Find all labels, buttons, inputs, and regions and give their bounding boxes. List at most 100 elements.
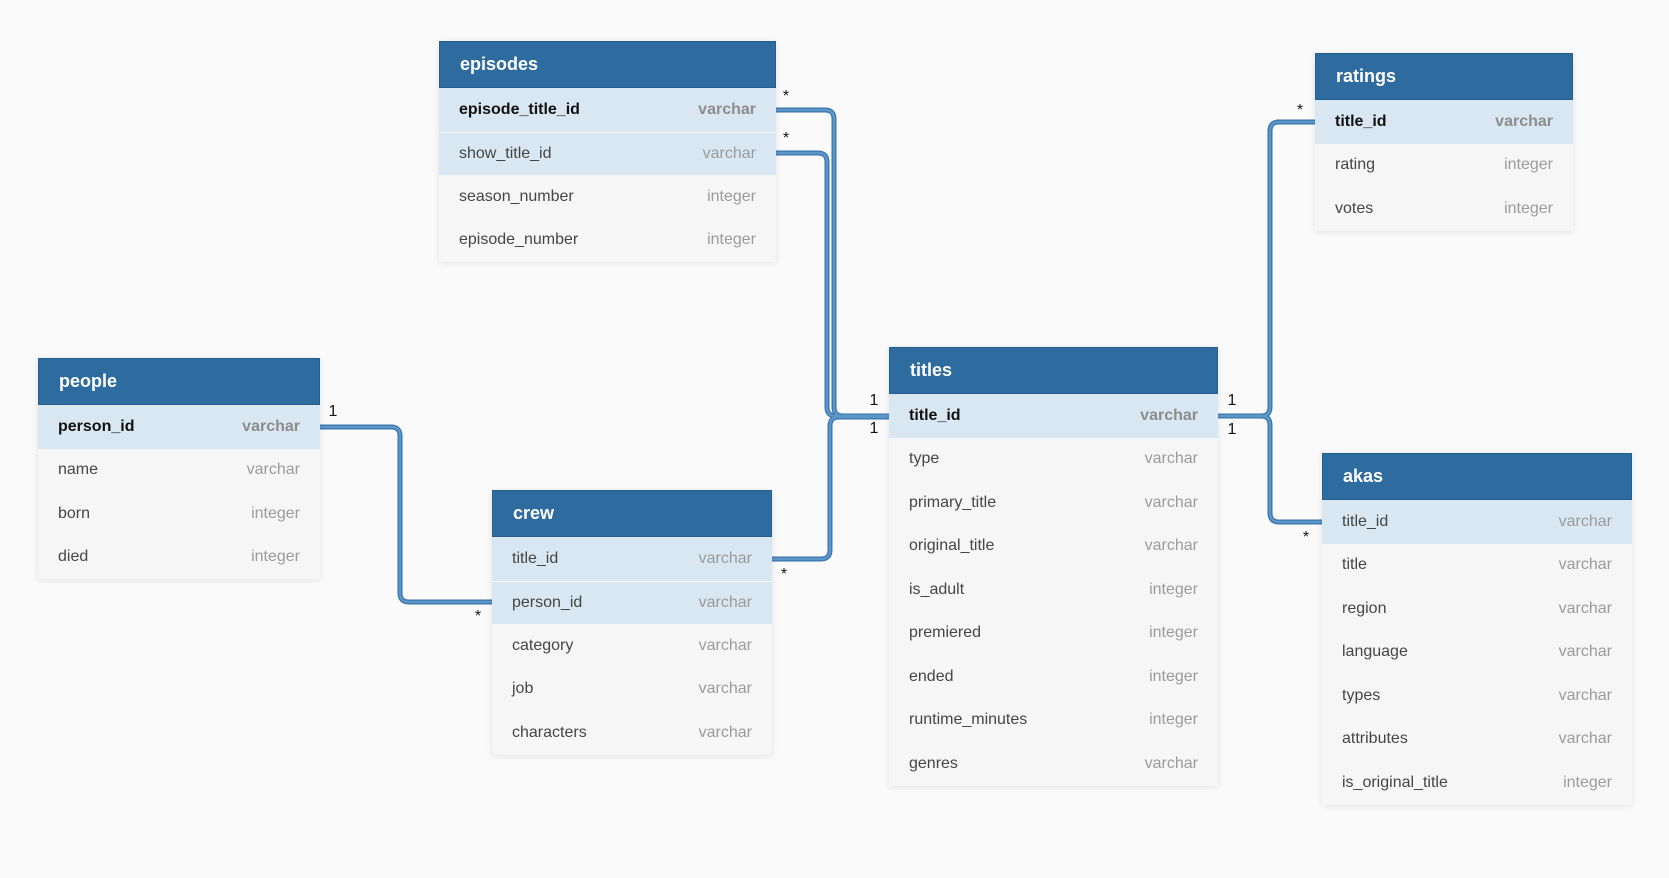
table-title: akas — [1343, 466, 1384, 486]
field-type: varchar — [1144, 493, 1198, 511]
field-name: is_adult — [909, 580, 965, 598]
table-title: titles — [910, 360, 953, 380]
table-titles[interactable]: titles title_id varchar type varchar pri… — [889, 347, 1218, 786]
field-type: varchar — [698, 593, 752, 611]
field-row[interactable]: ended integer — [889, 655, 1218, 699]
field-type: varchar — [1558, 556, 1612, 574]
field-row[interactable]: show_title_id varchar — [439, 131, 776, 175]
table-ratings[interactable]: ratings title_id varchar rating integer … — [1315, 53, 1573, 231]
field-type: integer — [1563, 773, 1612, 791]
field-name: runtime_minutes — [909, 711, 1028, 729]
field-row[interactable]: types varchar — [1322, 674, 1632, 718]
field-row[interactable]: primary_title varchar — [889, 481, 1218, 525]
field-row[interactable]: attributes varchar — [1322, 717, 1632, 761]
field-row[interactable]: runtime_minutes integer — [889, 698, 1218, 742]
table-akas[interactable]: akas title_id varchar title varchar regi… — [1322, 453, 1632, 805]
field-row[interactable]: title_id varchar — [1315, 100, 1573, 144]
field-name: genres — [909, 754, 958, 772]
field-name: show_title_id — [459, 144, 552, 162]
field-row[interactable]: genres varchar — [889, 742, 1218, 786]
field-row[interactable]: type varchar — [889, 437, 1218, 481]
cardinality-label: * — [1302, 529, 1310, 546]
field-type: varchar — [698, 549, 752, 567]
field-row[interactable]: title varchar — [1322, 543, 1632, 587]
field-row[interactable]: is_original_title integer — [1322, 761, 1632, 805]
cardinality-label: 1 — [869, 392, 879, 409]
field-row[interactable]: region varchar — [1322, 587, 1632, 631]
field-type: varchar — [702, 144, 756, 162]
field-type: varchar — [698, 680, 752, 698]
field-name: premiered — [909, 624, 982, 642]
cardinality-label: * — [780, 566, 788, 583]
field-name: types — [1342, 686, 1381, 704]
table-header[interactable]: crew — [492, 490, 772, 537]
table-episodes[interactable]: episodes episode_title_id varchar show_t… — [439, 41, 776, 262]
field-name: original_title — [909, 537, 995, 555]
field-type: integer — [707, 231, 756, 249]
table-header[interactable]: episodes — [439, 41, 776, 88]
table-crew[interactable]: crew title_id varchar person_id varchar … — [492, 490, 772, 755]
cardinality-label: 1 — [1227, 421, 1237, 438]
field-name: rating — [1335, 156, 1376, 174]
field-type: varchar — [1558, 512, 1612, 530]
field-type: integer — [707, 187, 756, 205]
cardinality-label: 1 — [1227, 392, 1237, 409]
field-type: varchar — [242, 417, 300, 435]
field-name: language — [1342, 643, 1408, 661]
field-name: category — [512, 636, 574, 654]
field-row[interactable]: person_id varchar — [492, 580, 772, 624]
field-row[interactable]: characters varchar — [492, 711, 772, 755]
field-row[interactable]: name varchar — [38, 448, 320, 492]
field-type: varchar — [1495, 112, 1553, 130]
field-type: varchar — [246, 461, 300, 479]
field-row[interactable]: born integer — [38, 492, 320, 536]
field-type: varchar — [1558, 686, 1612, 704]
table-header[interactable]: people — [38, 358, 320, 405]
field-type: varchar — [698, 636, 752, 654]
field-name: title_id — [1335, 112, 1387, 130]
field-name: attributes — [1342, 730, 1408, 748]
field-row[interactable]: title_id varchar — [1322, 500, 1632, 544]
field-row[interactable]: episode_number integer — [439, 218, 776, 262]
field-type: varchar — [698, 100, 756, 118]
table-title: episodes — [460, 54, 539, 74]
field-row[interactable]: title_id varchar — [492, 537, 772, 581]
field-type: integer — [251, 504, 300, 522]
field-row[interactable]: is_adult integer — [889, 568, 1218, 612]
field-row[interactable]: category varchar — [492, 624, 772, 668]
field-row[interactable]: rating integer — [1315, 143, 1573, 187]
field-name: job — [512, 680, 534, 698]
cardinality-label: * — [782, 130, 790, 147]
field-name: title — [1342, 556, 1367, 574]
field-name: born — [58, 504, 91, 522]
table-header[interactable]: ratings — [1315, 53, 1573, 100]
field-row[interactable]: votes integer — [1315, 187, 1573, 231]
field-row[interactable]: episode_title_id varchar — [439, 88, 776, 132]
field-row[interactable]: job varchar — [492, 667, 772, 711]
field-type: integer — [1504, 156, 1553, 174]
field-row[interactable]: language varchar — [1322, 630, 1632, 674]
field-type: varchar — [1144, 450, 1198, 468]
field-name: ended — [909, 667, 954, 685]
field-name: episode_number — [459, 231, 579, 249]
table-header[interactable]: akas — [1322, 453, 1632, 500]
table-header[interactable]: titles — [889, 347, 1218, 394]
cardinality-label: * — [474, 608, 482, 625]
field-row[interactable]: premiered integer — [889, 611, 1218, 655]
field-type: integer — [1149, 711, 1198, 729]
field-name: person_id — [58, 417, 135, 435]
field-row[interactable]: original_title varchar — [889, 524, 1218, 568]
field-type: varchar — [1558, 643, 1612, 661]
field-type: varchar — [1144, 537, 1198, 555]
field-name: episode_title_id — [459, 100, 580, 118]
field-row[interactable]: season_number integer — [439, 175, 776, 219]
field-row[interactable]: title_id varchar — [889, 394, 1218, 438]
cardinality-label: 1 — [328, 403, 338, 420]
table-people[interactable]: people person_id varchar name varchar bo… — [38, 358, 320, 579]
field-name: is_original_title — [1342, 773, 1448, 791]
field-name: title_id — [909, 406, 961, 424]
field-row[interactable]: person_id varchar — [38, 405, 320, 449]
field-row[interactable]: died integer — [38, 535, 320, 579]
